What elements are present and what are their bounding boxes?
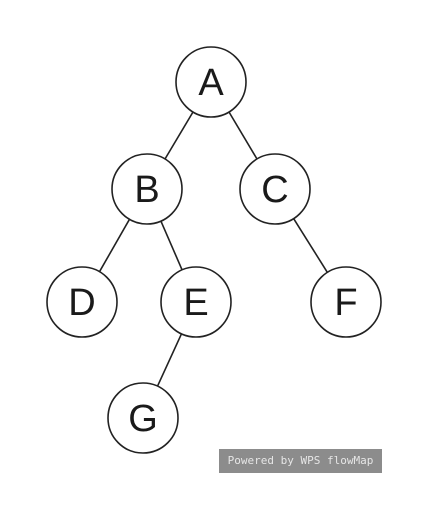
node-circle [175,46,247,118]
edges-layer [98,111,329,387]
node-label: C [261,169,288,211]
edge-b-e [160,220,183,271]
edge-a-b [164,111,194,160]
edge-b-d [98,218,131,273]
node-b: B [111,153,183,225]
node-label: D [68,282,95,324]
node-e: E [160,266,232,338]
node-label: G [128,398,158,440]
watermark-badge: Powered by WPS flowMap [219,449,382,473]
node-label: B [134,169,159,211]
node-label: A [198,62,224,104]
edge-a-c [228,111,258,160]
node-circle [46,266,118,338]
node-a: A [175,46,247,118]
node-circle [310,266,382,338]
node-f: F [310,266,382,338]
node-label: E [183,282,208,324]
node-g: G [107,382,179,454]
node-circle [160,266,232,338]
edge-e-g [156,333,183,387]
node-d: D [46,266,118,338]
node-circle [107,382,179,454]
nodes-layer: A B C D E F G [46,46,382,454]
node-label: F [334,282,357,324]
edge-c-f [292,218,329,273]
node-circle [239,153,311,225]
node-c: C [239,153,311,225]
node-circle [111,153,183,225]
